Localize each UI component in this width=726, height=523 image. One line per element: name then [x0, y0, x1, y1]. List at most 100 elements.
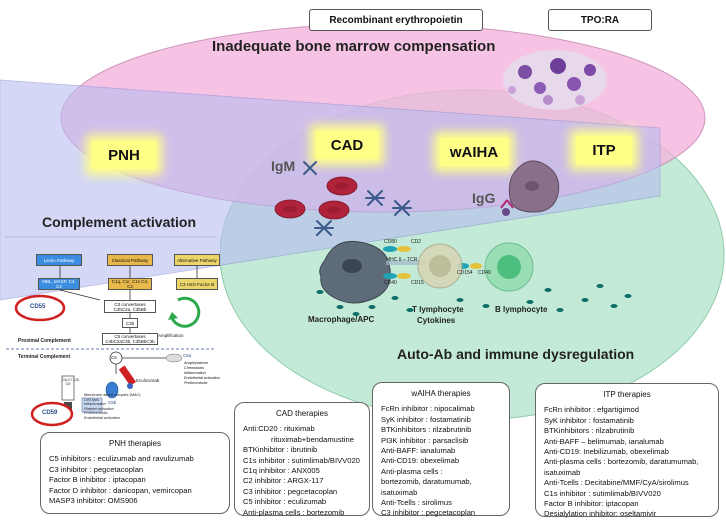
disease-itp: ITP [576, 136, 632, 164]
therapy-line: C5 inhibitor : eculizumab [243, 497, 327, 507]
itp-therapies-title: ITP therapies [603, 390, 651, 399]
therapy-line: FcRn inhibitor : nipocalimab [381, 404, 475, 414]
therapy-line: Anti-CD19: Inebilizumab, obexelimab [544, 447, 669, 457]
t-lymphocyte-label: T lymphocyte [412, 305, 464, 314]
receptor-pairs-icon [383, 246, 482, 279]
c5b-label: C5b [108, 400, 117, 405]
therapy-line: isatuximab [381, 487, 418, 497]
therapy-line: C3 inhibitor : pegcetacoplan [381, 508, 476, 518]
complement-heading: Complement activation [42, 214, 197, 230]
mac-title: Membrane attack complex (MAC) [84, 393, 141, 397]
classical-components-box: C1q, C1r, C1s C4, C2 [108, 278, 152, 290]
cd55-label: CD55 [30, 304, 46, 310]
cad-therapies-title: CAD therapies [275, 409, 329, 418]
itp-therapies-panel: ITP therapies FcRn inhibitor : efgartigi… [535, 383, 719, 519]
cd40-right-label: CD40 [478, 270, 491, 276]
c5a-effect: Endothelial activation [184, 376, 220, 380]
therapy-line: Factor B inhibitor: iptacopan [544, 499, 639, 509]
cd59-label: CD59 [42, 410, 58, 416]
therapy-line: C1s inhibitor : sutimlimab/BIVV020 [243, 455, 360, 465]
mac-effect: Platelet activation [84, 406, 114, 411]
c5a-label: C5a [183, 353, 192, 358]
igg-label: IgG [472, 190, 496, 206]
amplification-label: Amplification [158, 333, 184, 338]
macrophage-icon [319, 240, 391, 304]
therapy-line: rituximab+bendamustine [271, 434, 354, 444]
mac-effect: Endothelial activation [84, 415, 120, 420]
disease-waiha: wAIHA [440, 138, 508, 166]
cad-therapies-panel: CAD therapies Anti:CD20 : rituximab ritu… [234, 402, 370, 517]
therapy-line: Anti-Tcells : Decitabine/MMF/CyA/sirolim… [544, 478, 689, 488]
c3-convertases-box: C3 convertases C4bC2a, C3bBb [104, 300, 156, 313]
lectin-pathway-box: Lectin Pathway [36, 254, 82, 266]
t-lymphocyte-icon [417, 243, 463, 289]
cd55-inhibition-ring [14, 294, 66, 322]
mac-pore-icon [61, 375, 103, 413]
pnh-therapies-title: PNH therapies [108, 439, 162, 448]
therapy-line: BTKinhibitor : ibrutinib [243, 445, 318, 455]
terminal-complement-label: Terminal Complement [18, 354, 71, 360]
therapy-line: Anti-BAFF – belimumab, ianalumab [544, 436, 664, 446]
c5a-effect: Prothrombotic [184, 381, 208, 385]
therapy-line: C3 inhibitor : pegcetacoplan [243, 486, 338, 496]
therapy-line: Factor B inhibitor : iptacopan [49, 475, 146, 485]
lectin-components-box: MBL, MASP, C4, C2 [38, 278, 80, 290]
alternative-pathway-box: Alternative Pathway [174, 254, 220, 266]
cd80-label: CD80 [384, 239, 397, 245]
therapy-line: Anti-Tcells : sirolimus [381, 498, 452, 508]
therapy-line: Desialylation inhibitor: oseltamivir [544, 509, 657, 519]
cytokines-label: Cytokines [417, 316, 456, 325]
igm-antibody-icon [303, 161, 412, 236]
alternative-components-box: C3 H2O Factor B [176, 278, 218, 290]
therapy-line: isatuximab [544, 467, 581, 477]
waiha-therapies-title: wAIHA therapies [411, 389, 471, 398]
mac-effect: Prothrombotic [84, 411, 108, 416]
therapy-line: bortezomib, daratumumab, [381, 477, 472, 487]
therapy-line: C5 inhibitors : eculizumab and ravulizum… [49, 454, 194, 464]
pnh-therapies-panel: PNH therapies C5 inhibitors : eculizumab… [40, 432, 230, 514]
marrow-smear-image [503, 50, 607, 110]
therapy-line: C3 inhibitor : pegcetacoplan [49, 464, 144, 474]
proximal-complement-label: Proximal Complement [18, 338, 71, 344]
cd2-label: CD2 [411, 239, 422, 245]
disease-cad: CAD [316, 131, 378, 159]
classical-pathway-box: Classical Pathway [107, 254, 153, 266]
auto-ab-heading: Auto-Ab and immune dysregulation [397, 346, 635, 362]
mac-effect: Cell lysis [84, 397, 99, 402]
therapy-line: C2 inhibitor : ARGX-117 [243, 476, 324, 486]
therapy-line: Anti-plasma cells : bortezomib [243, 507, 345, 517]
c6-c9-label: C6,C7,C8, C9 [62, 378, 80, 386]
therapy-line: Anti-plasma cells : [381, 466, 443, 476]
therapy-line: C1q inhibitor : ANX005 [243, 466, 320, 476]
erythropoietin-label: Recombinant erythropoietin [309, 9, 483, 31]
cd154-label: CD154 [457, 270, 473, 276]
mhc-tcr-label: MHC II – TCR [386, 257, 418, 263]
therapy-line: BTKinhibitors : rilzabrutinib [544, 426, 635, 436]
cd15-label: CD15 [411, 280, 424, 286]
therapy-line: Anti-plasma cells : bortezomib, daratumu… [544, 457, 699, 467]
igg-coated-cell-icon [500, 160, 560, 216]
eculizumab-antibody-icon [118, 365, 137, 389]
c3b-box: C3b [122, 318, 138, 328]
b-lymphocyte-icon [484, 242, 534, 292]
macrophage-label: Macrophage/APC [308, 315, 375, 324]
c5-convertases-box: C5 convertases C4bC2aC3b, C3bBbC3b [102, 333, 158, 345]
disease-pnh: PNH [92, 141, 156, 169]
c5a-effect: Chemotaxis [184, 366, 205, 370]
b-lymphocyte-label: B lymphocyte [495, 305, 548, 314]
therapy-line: SyK inhibitor : fostamatinib [544, 415, 634, 425]
c5a-effect: Inflammation [184, 371, 206, 375]
amplification-loop-icon [168, 296, 201, 328]
mac-effect: Inflammation [84, 402, 106, 407]
therapy-line: Anti-BAFF: ianalumab [381, 446, 456, 456]
therapy-line: C1s inhibitor : sutimlimab/BIVV020 [544, 488, 661, 498]
therapy-line: Factor D inhibitor : danicopan, vemircop… [49, 485, 192, 495]
cd59-inhibition-ring [30, 401, 74, 427]
therapy-line: SyK inhibitor : fostamatinib [381, 414, 471, 424]
cd40-left-label: CD40 [384, 280, 397, 286]
therapy-line: FcRn inhibitor : efgartigimod [544, 405, 639, 415]
igm-label: IgM [271, 158, 296, 174]
therapy-line: Anti-CD19: obexelimab [381, 456, 460, 466]
